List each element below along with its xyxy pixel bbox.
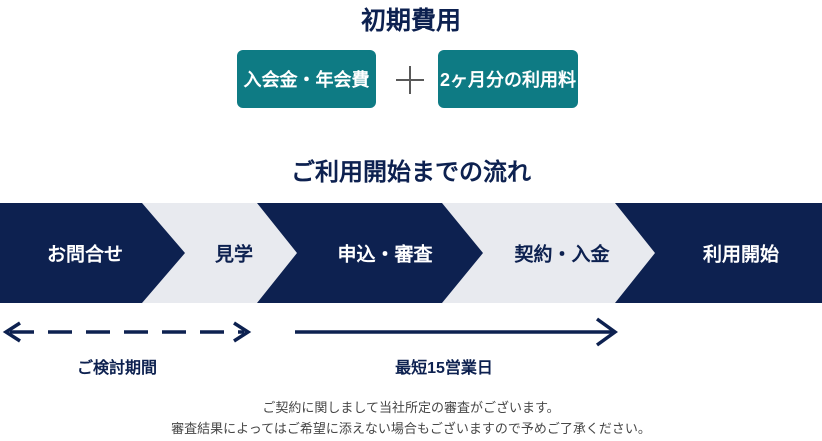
two-month-usage-fee-label: 2ヶ月分の利用料 — [439, 70, 576, 90]
disclaimer-text: ご契約に関しまして当社所定の審査がございます。 審査結果によってはご希望に添えな… — [0, 397, 822, 439]
admission-annual-fee-box: 入会金・年会費 — [237, 50, 376, 108]
timeline-labels-row: ご検討期間 最短15営業日 — [0, 354, 822, 377]
consideration-period-label: ご検討期間 — [76, 360, 158, 377]
dashed-double-arrow — [2, 321, 252, 343]
flow-step-tour: 見学 — [214, 244, 254, 266]
two-month-usage-fee-box: 2ヶ月分の利用料 — [438, 50, 578, 108]
arrowhead-right-icon — [595, 317, 618, 347]
business-days-label: 最短15営業日 — [395, 360, 493, 377]
flow-step-start-of-use: 利用開始 — [702, 244, 780, 266]
flow-step-inquiry: お問合せ — [46, 244, 124, 266]
solid-right-arrow — [295, 317, 618, 347]
admission-annual-fee-label: 入会金・年会費 — [243, 70, 370, 90]
disclaimer-line-1: ご契約に関しまして当社所定の審査がございます。 — [262, 400, 560, 415]
initial-cost-title: 初期費用 — [360, 7, 461, 35]
disclaimer-line-2: 審査結果によってはご希望に添えない場合もございますので予めご了承ください。 — [171, 421, 651, 436]
arrowhead-left-icon — [2, 321, 21, 343]
arrowhead-right-icon — [233, 321, 252, 343]
flow-steps-band: お問合せ 見学 申込・審査 契約・入金 利用開始 — [0, 203, 822, 303]
plus-icon — [396, 66, 424, 94]
flow-title: ご利用開始までの流れ — [291, 159, 531, 186]
flow-step-application-screening: 申込・審査 — [337, 244, 433, 266]
flow-step-contract-payment: 契約・入金 — [514, 244, 610, 266]
timeline-arrows — [2, 317, 618, 347]
